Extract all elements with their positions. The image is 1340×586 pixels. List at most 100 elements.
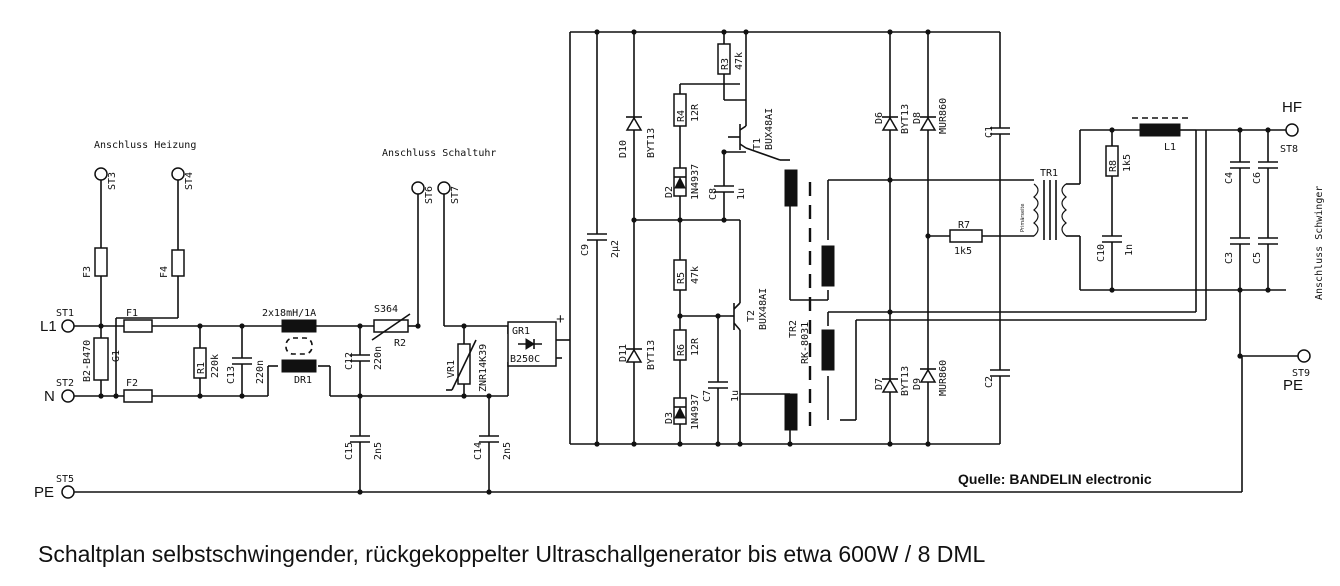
capacitor-c4: C4 — [1224, 161, 1250, 184]
diode-d11: D11 BYT13 — [618, 340, 657, 370]
d3-type-label: 1N4937 — [690, 394, 701, 430]
f4-label: F4 — [159, 266, 170, 278]
c6-label: C6 — [1252, 172, 1263, 184]
r8-value: 1k5 — [1122, 154, 1133, 172]
capacitor-c8: C8 1u — [708, 185, 747, 200]
capacitor-c10: C10 1n — [1096, 235, 1135, 262]
resistor-r1: R1 220k — [193, 347, 221, 379]
c13-value: 220n — [255, 360, 266, 384]
terminal-st9[interactable]: ST9 PE — [1283, 349, 1311, 394]
capacitor-c5: C5 — [1252, 237, 1278, 264]
t1-type-label: BUX48AI — [764, 108, 775, 150]
c4-label: C4 — [1224, 172, 1235, 184]
terminal-st4[interactable]: ST4 — [171, 167, 195, 190]
st6-label: ST6 — [424, 186, 435, 204]
st3-label: ST3 — [107, 172, 118, 190]
r2-label: R2 — [394, 338, 406, 349]
d10-label: D10 — [618, 140, 629, 158]
dr1-value: 2x18mH/1A — [262, 308, 316, 319]
tr1-primary-note: Primärseite — [1020, 204, 1026, 232]
hf-label: HF — [1282, 99, 1302, 116]
c10-label: C10 — [1096, 244, 1107, 262]
d6-label: D6 — [874, 112, 885, 124]
r3-value: 47k — [734, 52, 745, 70]
r5-value: 47k — [690, 266, 701, 284]
r4-label: R4 — [676, 110, 687, 122]
terminal-st6[interactable]: ST6 — [411, 181, 435, 204]
gr1-type-label: B250C — [510, 354, 540, 365]
fuse-f4: F4 — [159, 249, 185, 278]
capacitor-c1: C1 — [984, 126, 1010, 138]
resistor-r6: R6 12R — [673, 329, 701, 361]
diode-d3: D3 1N4937 — [664, 394, 701, 430]
rectifier-g1: B2-B470 G1 — [82, 337, 122, 382]
d3-label: D3 — [664, 412, 675, 424]
f3-label: F3 — [82, 266, 93, 278]
c9-value: 2µ2 — [610, 240, 621, 258]
transformer-tr2: TR2 RK-8031 — [784, 169, 835, 431]
dr1-label: DR1 — [294, 375, 312, 386]
c12-value: 220n — [373, 346, 384, 370]
c1-label: C1 — [984, 126, 995, 138]
pe-left-label: PE — [34, 484, 54, 501]
st5-label: ST5 — [56, 474, 74, 485]
heading-anschluss-schwinger: Anschluss Schwinger — [1314, 186, 1325, 300]
ptc-r2: S364 R2 — [371, 304, 411, 349]
t1-label: T1 — [752, 138, 763, 150]
f1-label: F1 — [126, 308, 138, 319]
d10-type-label: BYT13 — [646, 128, 657, 158]
resistor-r5: R5 47k — [673, 259, 701, 291]
n-label: N — [44, 388, 55, 405]
inductor-l1: L1 — [1132, 117, 1188, 153]
diode-d9: D9 MUR860 — [912, 360, 949, 396]
d2-type-label: 1N4937 — [690, 164, 701, 200]
fuse-f2: F2 — [123, 378, 153, 403]
r2-type-label: S364 — [374, 304, 398, 315]
c15-value: 2n5 — [373, 442, 384, 460]
g1-label: G1 — [111, 350, 122, 362]
d2-label: D2 — [664, 186, 675, 198]
c14-value: 2n5 — [502, 442, 513, 460]
terminal-st8[interactable]: ST8 HF — [1280, 99, 1302, 155]
diode-d10: D10 BYT13 — [618, 116, 657, 158]
terminal-st1[interactable]: ST1 L1 — [40, 308, 75, 335]
pe-right-label: PE — [1283, 377, 1303, 394]
r3-label: R3 — [720, 58, 731, 70]
c10-value: 1n — [1124, 244, 1135, 256]
terminal-st3[interactable]: ST3 — [94, 167, 118, 190]
fuse-f3: F3 — [82, 247, 108, 278]
r6-label: R6 — [676, 344, 687, 356]
r1-label: R1 — [196, 362, 207, 374]
vr1-type-label: ZNR14K39 — [478, 344, 489, 392]
capacitor-c3: C3 — [1224, 237, 1250, 264]
resistor-r3: R3 47k — [717, 43, 745, 75]
capacitor-c13: C13 220n — [226, 357, 266, 384]
terminal-st5[interactable]: ST5 PE — [34, 474, 75, 501]
r7-value: 1k5 — [954, 246, 972, 257]
r8-label: R8 — [1108, 160, 1119, 172]
junction-dots — [98, 29, 1271, 495]
capacitor-c15: C15 2n5 — [344, 435, 384, 460]
st2-label: ST2 — [56, 378, 74, 389]
c13-label: C13 — [226, 366, 237, 384]
d11-label: D11 — [618, 344, 629, 362]
g1-type-label: B2-B470 — [82, 340, 93, 382]
t2-label: T2 — [746, 310, 757, 322]
r6-value: 12R — [690, 337, 701, 356]
d7-type-label: BYT13 — [900, 366, 911, 396]
bridge-rectifier-gr1: GR1 B250C + — [507, 311, 565, 367]
c8-value: 1u — [736, 188, 747, 200]
resistor-r4: R4 12R — [673, 93, 701, 127]
st4-label: ST4 — [184, 172, 195, 190]
d11-type-label: BYT13 — [646, 340, 657, 370]
l1-part-label: L1 — [1164, 142, 1176, 153]
terminal-st7[interactable]: ST7 — [437, 181, 461, 204]
d9-type-label: MUR860 — [938, 360, 949, 396]
terminal-st2[interactable]: ST2 N — [44, 378, 75, 405]
transistor-t1: T1 BUX48AI — [728, 108, 775, 150]
varistor-vr1: VR1 ZNR14K39 — [446, 339, 489, 392]
r7-label: R7 — [958, 220, 970, 231]
c8-label: C8 — [708, 188, 719, 200]
tr1-label: TR1 — [1040, 168, 1058, 179]
c12-label: C12 — [344, 352, 355, 370]
